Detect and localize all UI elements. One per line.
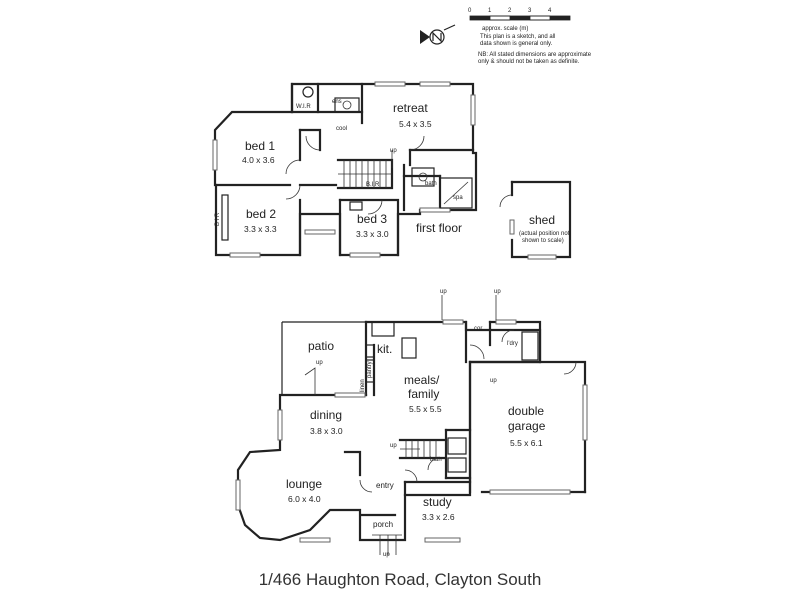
label-up: up	[390, 443, 397, 449]
scale-tick: 4	[548, 8, 552, 14]
scale-tick: 1	[488, 8, 492, 14]
ground-floor-stairs	[372, 440, 437, 555]
label-bath: bath	[425, 181, 437, 187]
room-dims-bed2: 3.3 x 3.3	[244, 224, 277, 234]
scale-note: This plan is a sketch, and all	[480, 34, 555, 40]
room-dims-lounge: 6.0 x 4.0	[288, 494, 321, 504]
room-name-study: study	[423, 495, 452, 509]
label-spa: spa	[453, 195, 463, 201]
room-name-garage: garage	[508, 419, 546, 433]
room-name-double: double	[508, 404, 544, 418]
scale-label: approx. scale (m)	[482, 26, 528, 32]
ground-floor-walls	[236, 320, 587, 542]
label-bir-side: B I R	[215, 212, 221, 226]
compass-icon	[420, 24, 456, 45]
label-cor: cor	[474, 326, 482, 332]
room-name-meals: meals/	[404, 373, 440, 387]
ground-floor-windows	[235, 319, 588, 543]
room-name-retreat: retreat	[393, 101, 428, 115]
room-name-bed1: bed 1	[245, 139, 275, 153]
floor-label-first: first floor	[416, 221, 462, 235]
room-name-entry: entry	[376, 481, 394, 490]
room-name-kitchen: kit.	[377, 342, 392, 356]
scale-nb: NB: All stated dimensions are approximat…	[478, 52, 592, 58]
label-ens: ens	[332, 99, 342, 105]
room-name-dining: dining	[310, 408, 342, 422]
label-up: up	[490, 378, 497, 384]
first-floor-windows	[212, 81, 476, 258]
first-floor-fixtures	[221, 86, 473, 241]
scale-tick: 2	[508, 8, 512, 14]
room-name-bed2: bed 2	[246, 207, 276, 221]
shed-walls	[499, 180, 572, 260]
room-dims-bed3: 3.3 x 3.0	[356, 229, 389, 239]
label-bir: B.I.R	[366, 182, 380, 188]
room-dims-garage: 5.5 x 6.1	[510, 438, 543, 448]
room-dims-bed1: 4.0 x 3.6	[242, 155, 275, 165]
shed-note: shown to scale)	[522, 238, 564, 244]
scale-tick: 0	[468, 8, 472, 14]
label-linen: linen	[360, 379, 366, 392]
label-cool: cool	[336, 126, 347, 132]
room-name-bath-ground: bath	[430, 457, 442, 463]
room-name-family: family	[408, 387, 439, 401]
room-dims-meals: 5.5 x 5.5	[409, 404, 442, 414]
label-ldry: l'dry	[507, 341, 518, 347]
label-wir: W.I.R	[296, 104, 311, 110]
label-up: up	[440, 289, 447, 295]
label-up: up	[383, 552, 390, 558]
first-floor-stairs	[338, 150, 393, 188]
label-pantry: pantry	[367, 361, 373, 378]
room-dims-study: 3.3 x 2.6	[422, 512, 455, 522]
first-floor-doors	[285, 135, 425, 215]
ground-floor-doors	[304, 295, 577, 493]
room-name-porch: porch	[373, 520, 393, 529]
scale-tick: 3	[528, 8, 532, 14]
room-dims-dining: 3.8 x 3.0	[310, 426, 343, 436]
room-name-lounge: lounge	[286, 477, 322, 491]
ground-floor-fixtures	[365, 321, 539, 473]
room-name-patio: patio	[308, 339, 334, 353]
room-name-bed3: bed 3	[357, 212, 387, 226]
room-name-shed: shed	[529, 213, 555, 227]
label-up: up	[390, 148, 397, 154]
scale-note: data shown is general only.	[480, 41, 553, 47]
label-up: up	[494, 289, 501, 295]
room-dims-retreat: 5.4 x 3.5	[399, 119, 432, 129]
property-address: 1/466 Haughton Road, Clayton South	[258, 570, 542, 589]
scale-nb: only & should not be taken as definite.	[478, 59, 580, 65]
shed-note: (actual position not	[519, 231, 570, 237]
scale-bar: 0 1 2 3 4	[468, 8, 571, 21]
label-up: up	[316, 360, 323, 366]
